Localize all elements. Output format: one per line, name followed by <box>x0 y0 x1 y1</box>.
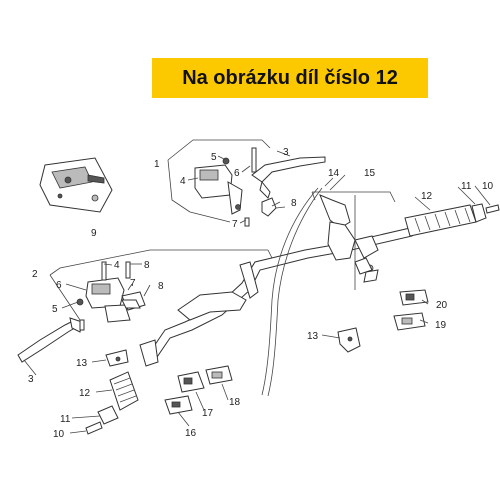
callout-12-upper: 12 <box>421 191 433 202</box>
callout-8-upper: 8 <box>291 198 297 209</box>
callout-11-lower: 11 <box>60 414 71 425</box>
master-cylinder-upper <box>194 147 326 227</box>
callout-9: 9 <box>91 228 97 239</box>
callout-16: 16 <box>185 428 197 439</box>
group-15-bracket <box>311 174 396 290</box>
switch-parts <box>164 365 233 415</box>
group-2-bracket <box>49 249 273 321</box>
callout-1: 1 <box>154 159 160 170</box>
callout-7-upper: 7 <box>232 219 238 230</box>
callout-8-lower-top: 8 <box>144 260 150 271</box>
callout-10-upper: 10 <box>482 181 494 192</box>
callout-13-upper: 13 <box>307 331 319 342</box>
part-9-group <box>39 157 113 213</box>
grip-upper <box>404 203 500 237</box>
callout-6-upper: 6 <box>234 168 240 179</box>
callout-5-lower: 5 <box>52 304 58 315</box>
group-1-bracket <box>167 139 271 223</box>
callout-labels: 1 5 4 6 3 8 7 9 14 15 12 11 10 2 6 5 4 8… <box>28 147 494 440</box>
handlebar <box>139 194 413 367</box>
callout-5-upper: 5 <box>211 152 217 163</box>
banner-text: Na obrázku díl číslo 12 <box>182 67 398 89</box>
right-side-parts <box>337 289 429 353</box>
highlight-banner: Na obrázku díl číslo 12 <box>152 58 428 98</box>
callout-11-upper: 11 <box>461 181 472 192</box>
callout-6-lower: 6 <box>56 280 62 291</box>
callout-12-lower: 12 <box>79 388 91 399</box>
callout-4-upper: 4 <box>180 176 186 187</box>
callout-2: 2 <box>32 269 38 280</box>
callout-17: 17 <box>202 408 214 419</box>
callout-19: 19 <box>435 320 447 331</box>
callout-3-lower: 3 <box>28 374 34 385</box>
leader-lines <box>23 150 491 434</box>
grip-lower <box>85 349 139 435</box>
callout-15: 15 <box>364 168 376 179</box>
callout-13-lower: 13 <box>76 358 88 369</box>
master-cylinder-lower <box>17 261 146 363</box>
throttle-cable <box>261 187 323 397</box>
callout-10-lower: 10 <box>53 429 65 440</box>
callout-14: 14 <box>328 168 340 179</box>
callout-3-upper: 3 <box>283 147 289 158</box>
callout-4-lower: 4 <box>114 260 120 271</box>
callout-18: 18 <box>229 397 241 408</box>
callout-7-lower: 7 <box>130 278 136 289</box>
callout-8-lower: 8 <box>158 281 164 292</box>
callout-20: 20 <box>436 300 448 311</box>
